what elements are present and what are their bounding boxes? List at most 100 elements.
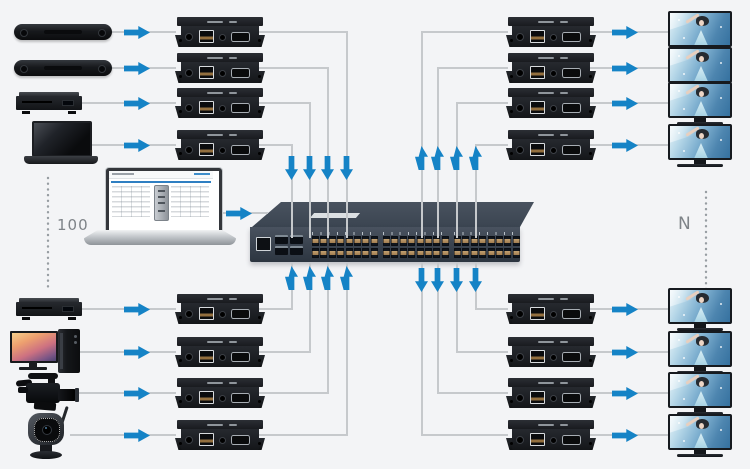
connector-icon xyxy=(20,29,28,37)
port-number-ticks xyxy=(312,232,378,235)
hdmi-port-icon xyxy=(562,145,581,155)
hdmi-transmitter xyxy=(175,378,265,408)
pc-tower-icon xyxy=(58,329,80,373)
rj45-port-icon xyxy=(487,247,495,258)
rj45-port-icon xyxy=(345,236,353,246)
top-flange xyxy=(508,130,594,139)
rj45-port-icon xyxy=(441,247,449,258)
laptop-screen xyxy=(32,121,92,157)
rj45-port-icon xyxy=(487,236,495,246)
dc-power-port-icon xyxy=(185,310,193,318)
dc-power-port-icon xyxy=(516,394,524,402)
ethernet-port-icon xyxy=(199,143,214,156)
flow-arrow-down xyxy=(285,156,298,180)
dc-power-port-icon xyxy=(185,436,193,444)
rj45-port-icon xyxy=(479,247,487,258)
tv-display xyxy=(668,331,732,375)
dc-power-port-icon xyxy=(185,33,193,41)
ir-port-icon xyxy=(219,311,226,318)
ir-port-icon xyxy=(550,354,557,361)
rj45-port-group xyxy=(383,232,449,258)
switch-top-panel xyxy=(252,202,534,227)
tv-screen xyxy=(668,124,732,160)
rj45-port-icon xyxy=(424,247,432,258)
rj45-port-icon xyxy=(479,236,487,246)
hdmi-port-icon xyxy=(231,103,250,113)
rj45-port-icon xyxy=(504,236,512,246)
ethernet-port-icon xyxy=(530,307,545,320)
rj45-port-icon xyxy=(399,247,407,258)
disc-tray-icon xyxy=(22,101,52,103)
flow-arrow-up xyxy=(285,266,298,290)
flow-arrow-up xyxy=(415,146,428,170)
rj45-port-icon xyxy=(383,247,390,258)
rj45-port-icon xyxy=(353,247,361,258)
display-window-icon xyxy=(62,100,74,106)
rj45-port-icon xyxy=(408,236,416,246)
front-label xyxy=(44,30,82,34)
hdmi-port-icon xyxy=(231,393,250,403)
ethernet-port-icon xyxy=(530,433,545,446)
tv-display xyxy=(668,124,732,168)
rj45-port-icon xyxy=(462,236,470,246)
media-player-source xyxy=(14,24,112,40)
rj45-port-icon xyxy=(416,247,424,258)
top-flange xyxy=(177,294,263,303)
flow-arrow-down xyxy=(303,156,316,180)
ethernet-port-icon xyxy=(199,307,214,320)
hdmi-receiver xyxy=(506,378,596,408)
ethernet-port-icon xyxy=(199,30,214,43)
ethernet-port-icon xyxy=(530,101,545,114)
hdmi-port-icon xyxy=(562,393,581,403)
camcorder-source xyxy=(15,373,80,413)
flow-arrow-right xyxy=(124,62,150,75)
hdmi-receiver xyxy=(506,17,596,47)
top-flange xyxy=(508,53,594,62)
rj45-port-icon xyxy=(362,236,370,246)
rj45-port-icon xyxy=(470,247,478,258)
tv-display xyxy=(668,47,732,91)
lens-icon xyxy=(42,425,52,435)
rj45-port-icon xyxy=(399,236,407,246)
hdmi-transmitter xyxy=(175,337,265,367)
connector-icon xyxy=(20,65,28,73)
tv-stand xyxy=(694,450,706,454)
ethernet-port-icon xyxy=(530,143,545,156)
sfp-port-icon xyxy=(290,246,303,255)
ir-port-icon xyxy=(550,105,557,112)
ir-port-icon xyxy=(550,34,557,41)
dc-power-port-icon xyxy=(185,353,193,361)
rj45-port-icon xyxy=(495,247,503,258)
hdmi-port-icon xyxy=(231,309,250,319)
tv-display xyxy=(668,414,732,458)
flow-arrow-up xyxy=(340,266,353,290)
ethernet-port-icon xyxy=(199,350,214,363)
ir-port-icon xyxy=(219,70,226,77)
hdmi-transmitter xyxy=(175,420,265,450)
dvd-player-source xyxy=(16,92,82,114)
hdmi-transmitter xyxy=(175,130,265,160)
top-flange xyxy=(508,420,594,429)
ir-port-icon xyxy=(550,70,557,77)
ethernet-port-icon xyxy=(530,391,545,404)
rj45-port-icon xyxy=(370,247,378,258)
software-titlebar xyxy=(109,171,213,179)
tv-screen xyxy=(668,82,732,118)
sfp-port-icon xyxy=(290,235,303,244)
rj45-port-icon xyxy=(320,236,328,246)
flow-arrow-down xyxy=(469,268,482,292)
software-blue-divider xyxy=(111,181,211,183)
rj45-port-icon xyxy=(470,236,478,246)
flow-arrow-right xyxy=(124,387,150,400)
flow-arrow-up xyxy=(303,266,316,290)
hdmi-port-icon xyxy=(231,435,250,445)
rj45-port-icon xyxy=(312,236,319,246)
connector-icon xyxy=(98,65,106,73)
flow-arrow-down xyxy=(415,268,428,292)
ethernet-port-icon xyxy=(530,66,545,79)
ethernet-port-icon xyxy=(199,433,214,446)
rj45-port-icon xyxy=(441,236,449,246)
rj45-port-icon xyxy=(424,236,432,246)
rj45-port-icon xyxy=(454,236,461,246)
